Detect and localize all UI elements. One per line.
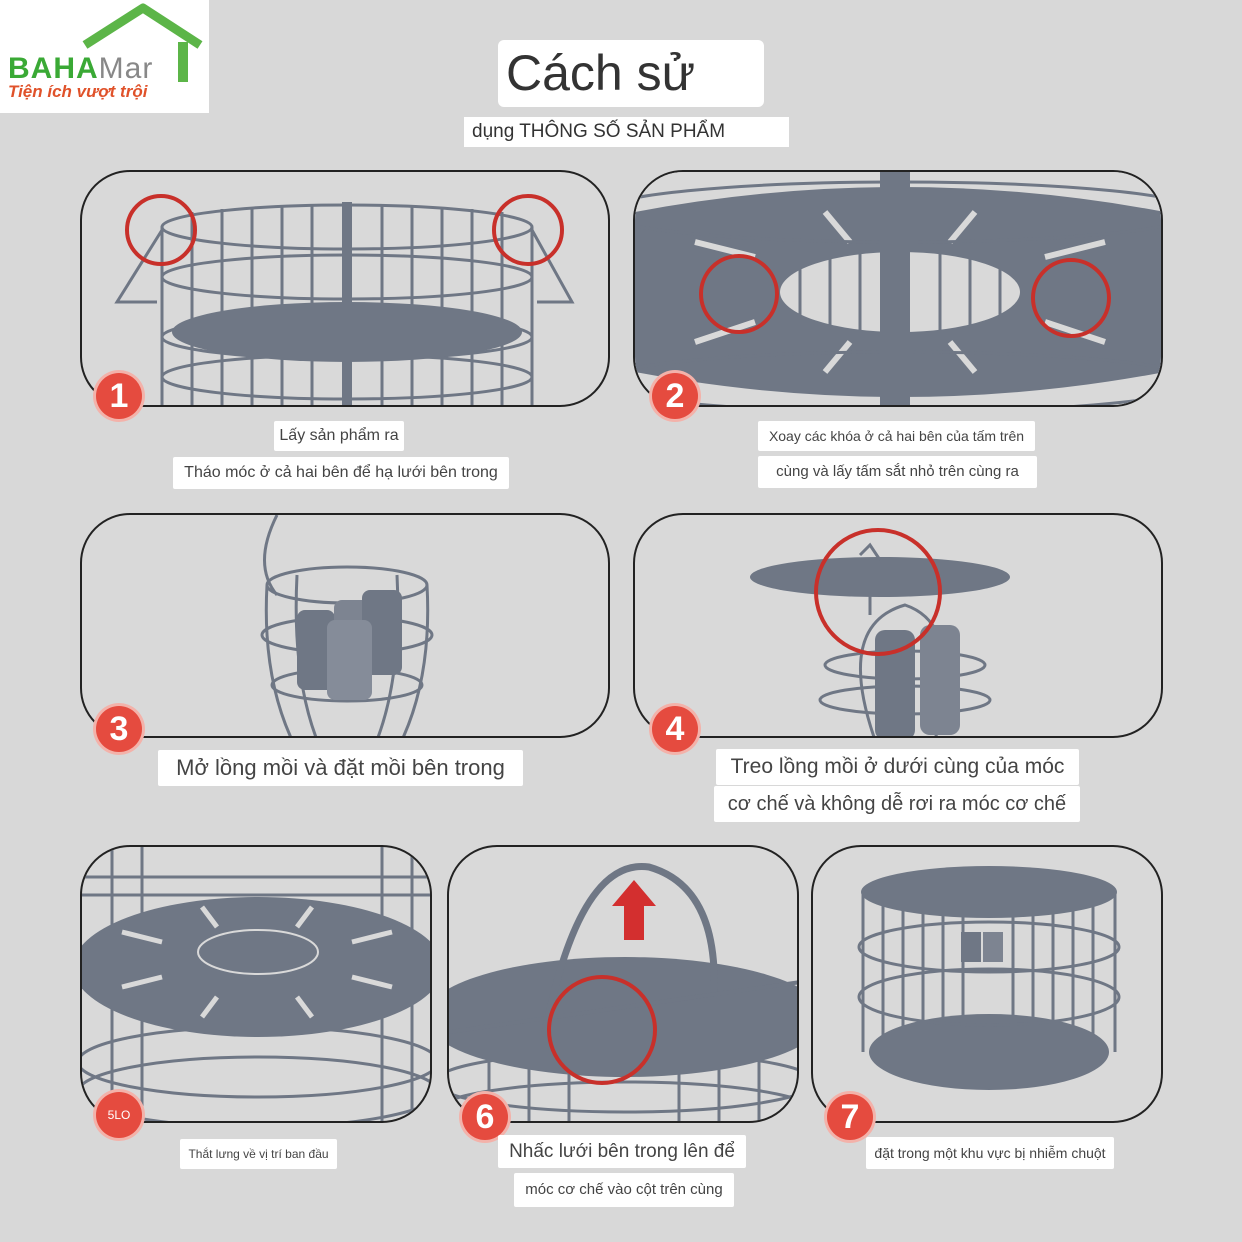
step-6-caption-line-1: Nhấc lưới bên trong lên để (498, 1135, 746, 1168)
highlight-circle-icon (814, 528, 942, 656)
highlight-circle-icon (1031, 258, 1111, 338)
brand-slogan: Tiện ích vượt trội (8, 82, 148, 101)
step-7-caption: đặt trong một khu vực bị nhiễm chuột (866, 1137, 1114, 1169)
step-2-caption-line-1: Xoay các khóa ở cả hai bên của tấm trên (758, 421, 1035, 451)
highlight-circle-icon (125, 194, 197, 266)
step-2-badge: 2 (652, 373, 698, 419)
step-4-caption-line-2: cơ chế và không dễ rơi ra móc cơ chế (714, 786, 1080, 822)
step-7-image (811, 845, 1163, 1123)
highlight-circle-icon (492, 194, 564, 266)
step-1-badge: 1 (96, 373, 142, 419)
step-6-caption-line-2: móc cơ chế vào cột trên cùng (514, 1173, 734, 1207)
step-2-image (633, 170, 1163, 407)
step-4-image (633, 513, 1163, 738)
highlight-circle-icon (547, 975, 657, 1085)
step-1-caption-line-2: Tháo móc ở cả hai bên để hạ lưới bên tro… (173, 457, 509, 489)
house-roof-icon (82, 3, 203, 82)
page-subtitle: dụng THÔNG SỐ SẢN PHẨM (464, 117, 789, 147)
step-6-badge: 6 (462, 1094, 508, 1140)
step-6-image (447, 845, 799, 1123)
step-3-badge: 3 (96, 706, 142, 752)
brand-name: BAHAMar (8, 52, 154, 85)
highlight-circle-icon (699, 254, 779, 334)
step-3-image (80, 513, 610, 738)
page-title: Cách sử (498, 40, 764, 107)
step-5-caption: Thắt lưng về vị trí ban đầu (180, 1139, 337, 1169)
step-7-badge: 7 (827, 1094, 873, 1140)
step-1-caption-line-1: Lấy sản phẩm ra (274, 421, 404, 451)
step-5-image (80, 845, 432, 1123)
step-4-badge: 4 (652, 706, 698, 752)
step-3-caption: Mở lồng mồi và đặt mồi bên trong (158, 750, 523, 786)
step-5-badge: 5LO (96, 1092, 142, 1138)
up-arrow-icon (612, 880, 656, 940)
brand-logo: BAHAMar Tiện ích vượt trội (0, 0, 209, 113)
step-2-caption-line-2: cùng và lấy tấm sắt nhỏ trên cùng ra (758, 456, 1037, 488)
step-1-image (80, 170, 610, 407)
step-4-caption-line-1: Treo lồng mồi ở dưới cùng của móc (716, 749, 1079, 785)
